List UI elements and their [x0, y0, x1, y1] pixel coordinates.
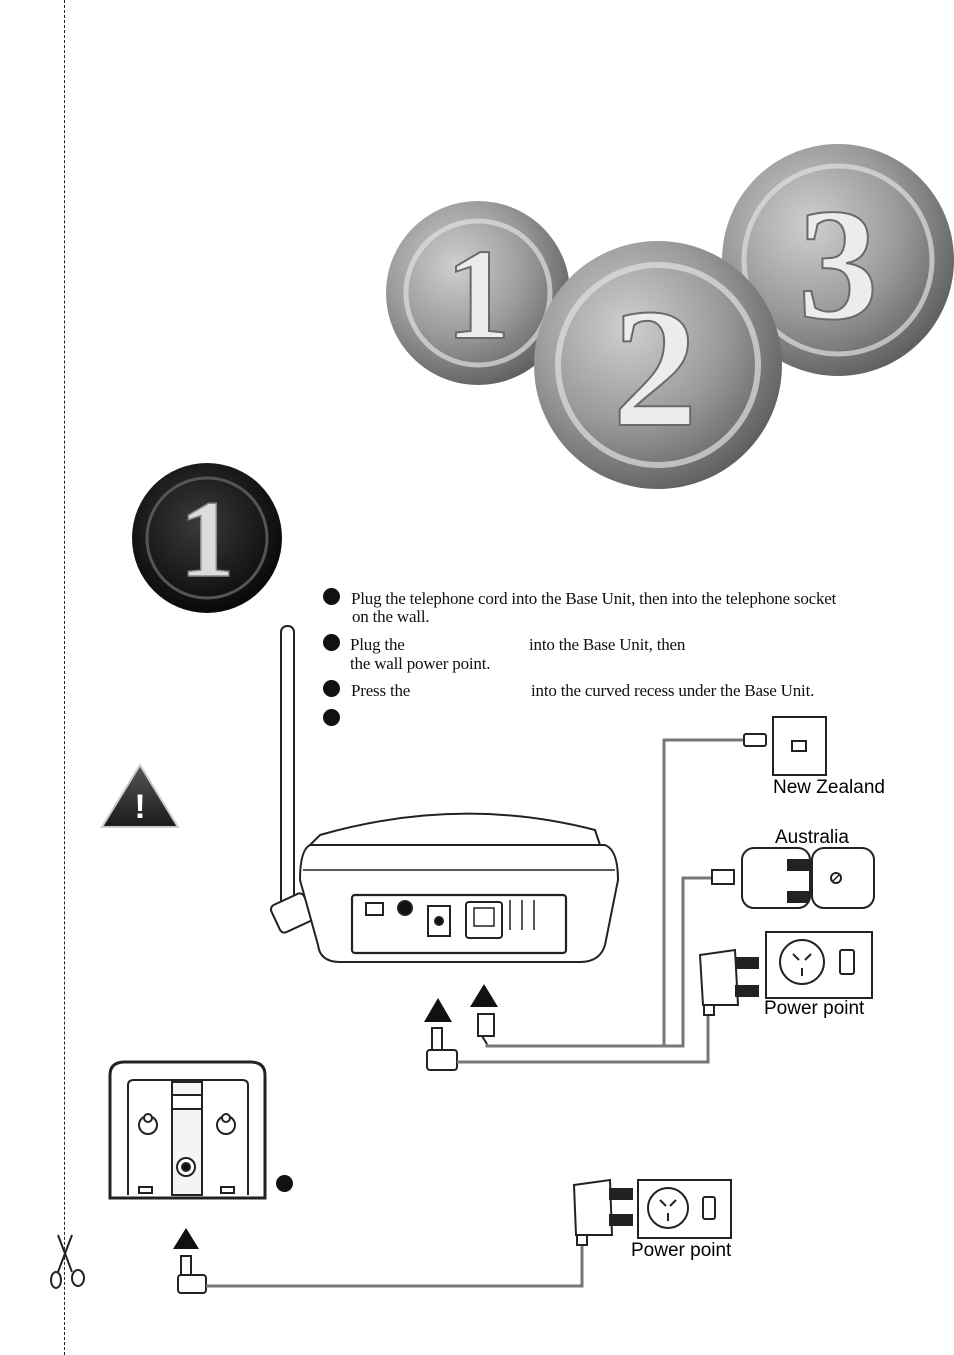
cut-line: [64, 0, 65, 1355]
step-bullet-1: [323, 588, 340, 605]
step-badge: 1: [132, 463, 282, 613]
power-cord: [457, 1012, 710, 1064]
number-circle-1: [386, 201, 570, 385]
charger-rear-view: [108, 1060, 267, 1200]
phone-plug-connector: [477, 1013, 495, 1045]
australia-label: Australia: [775, 827, 849, 848]
step-bullet-2: [323, 634, 340, 651]
arrow-up-icon: [173, 1228, 199, 1249]
power-point-label-2: Power point: [631, 1240, 732, 1261]
base-unit: [298, 812, 620, 963]
step-2-line-2: the wall power point.: [350, 654, 491, 673]
power-plug-connector: [426, 1027, 458, 1071]
scissors-icon: [50, 1234, 85, 1289]
new-zealand-label: New Zealand: [773, 777, 885, 798]
step-1-line-1: Plug the telephone cord into the Base Un…: [351, 589, 837, 608]
big-number-2: 2: [613, 274, 698, 462]
step-badge-number: 1: [180, 478, 235, 600]
big-number-1: 1: [446, 223, 511, 367]
step-1-line-2: on the wall.: [352, 607, 430, 626]
step-2-part-2: into the Base Unit, then: [529, 635, 686, 654]
australia-adapter: [711, 847, 875, 909]
power-adapter-1: [698, 948, 759, 1016]
power-point-outlet-1: [765, 931, 873, 999]
charger-bullet: [276, 1175, 293, 1192]
antenna: [269, 625, 315, 934]
power-adapter-2: [572, 1178, 633, 1246]
arrow-up-icon: [424, 984, 498, 1022]
power-point-outlet-2: [637, 1179, 732, 1239]
warning-exclamation: !: [134, 788, 145, 826]
number-circle-3: [722, 144, 954, 376]
warning-icon: !: [100, 763, 180, 828]
telephone-cord: [485, 738, 745, 1048]
header-123-graphic: 1 2 3: [386, 144, 954, 489]
step-3-part-1: Press the: [351, 681, 411, 700]
charger-plug-connector: [177, 1255, 207, 1294]
step-bullet-3: [323, 680, 340, 697]
step-bullet-4: [323, 709, 340, 726]
step-2-part-1: Plug the: [350, 635, 405, 654]
new-zealand-socket: [743, 716, 827, 776]
charger-power-cord: [206, 1244, 584, 1288]
power-point-label-1: Power point: [764, 998, 865, 1019]
number-circle-2: [534, 241, 782, 489]
step-3-part-2: into the curved recess under the Base Un…: [531, 681, 815, 700]
big-number-3: 3: [798, 175, 878, 353]
